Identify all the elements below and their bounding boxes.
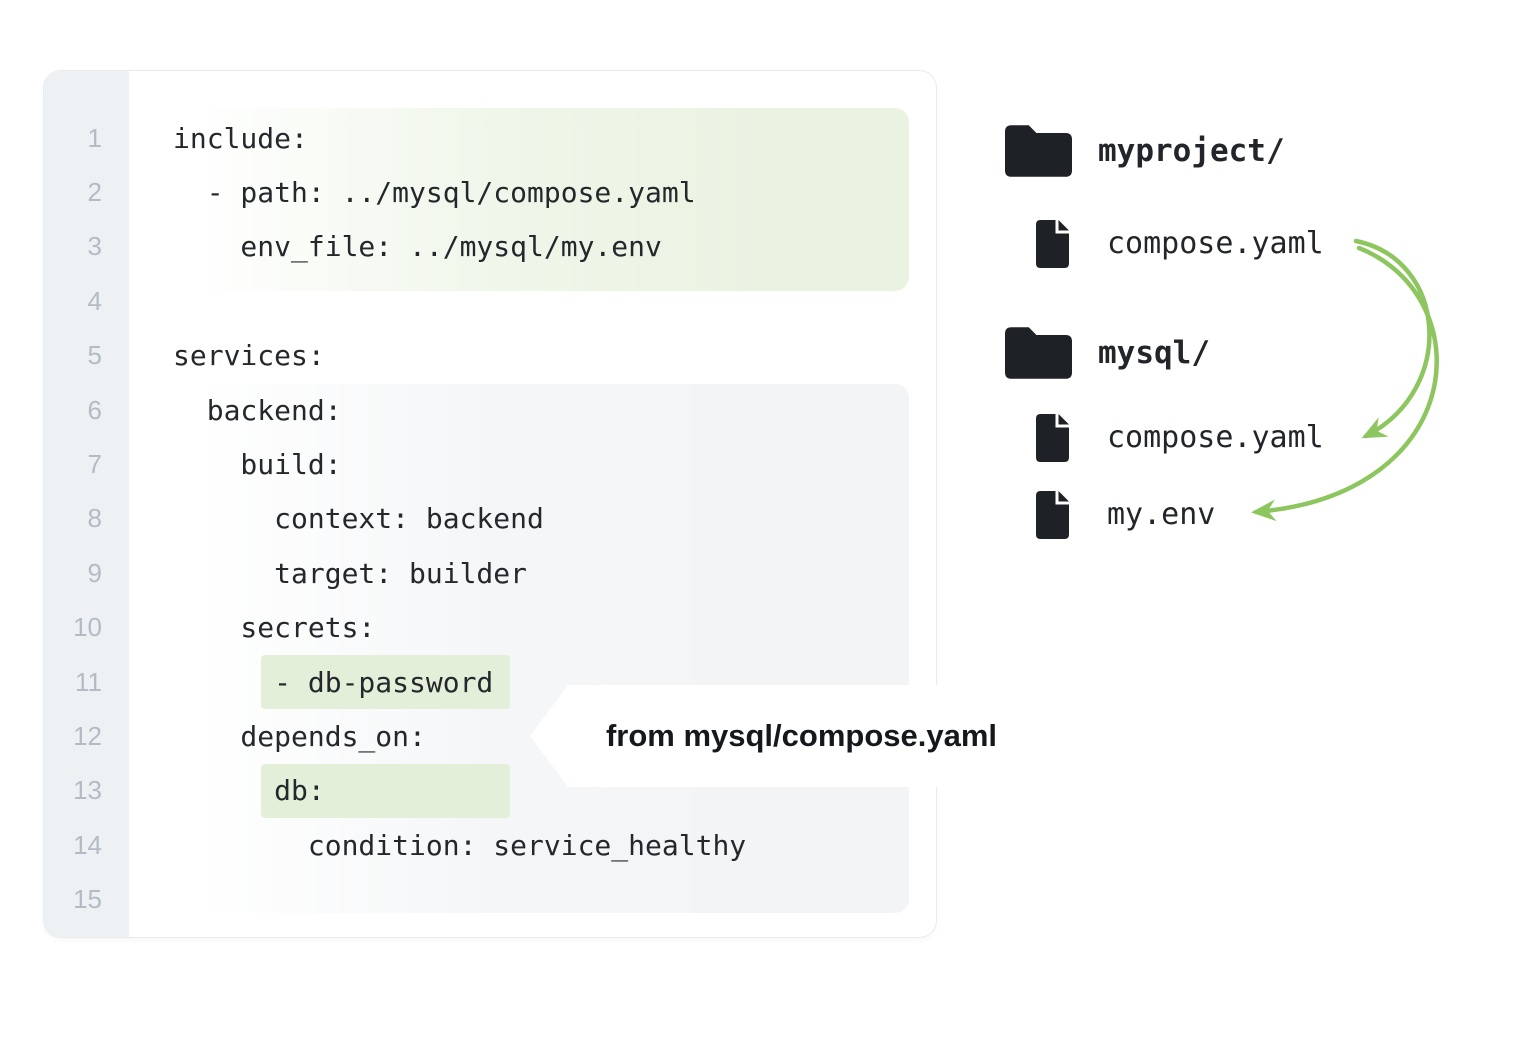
file-icon [1036, 413, 1069, 462]
code-text: backend: [173, 393, 342, 427]
tree-item-label: mysql/ [1098, 335, 1210, 371]
line-number: 1 [87, 122, 102, 153]
code-line: 9 target: builder [44, 546, 936, 600]
tree-item-myproject-folder: myproject/ [1005, 123, 1285, 179]
code-text: build: [173, 448, 342, 482]
code-line: 14 condition: service_healthy [44, 818, 936, 872]
arrow-to-mysql-compose-yaml [1353, 238, 1432, 439]
code-line: 12 depends_on: [44, 709, 936, 763]
line-number: 9 [87, 557, 102, 588]
file-icon [1036, 219, 1069, 268]
code-text: env_file: ../mysql/my.env [173, 230, 662, 264]
code-text: target: builder [173, 556, 528, 590]
code-text: condition: service_healthy [173, 828, 747, 862]
code-line: 13 db: [44, 764, 936, 818]
code-line: 10 secrets: [44, 601, 936, 655]
line-number: 12 [73, 720, 102, 751]
line-number: 8 [87, 503, 102, 534]
line-number: 14 [73, 829, 102, 860]
code-line: 11 - db-password [44, 655, 936, 709]
tree-item-label: compose.yaml [1107, 420, 1324, 455]
folder-icon [1005, 327, 1072, 379]
tree-item-label: myproject/ [1098, 133, 1285, 169]
line-number: 13 [73, 775, 102, 806]
code-line: 1 include: [44, 111, 936, 165]
file-icon [1036, 490, 1069, 539]
tree-item-compose-yaml-top: compose.yaml [1036, 219, 1324, 268]
tree-item-mysql-folder: mysql/ [1005, 325, 1210, 381]
include-block-highlight [196, 108, 909, 291]
code-text: secrets: [173, 611, 376, 645]
line-number: 11 [75, 666, 102, 697]
tree-item-my-env: my.env [1036, 490, 1215, 539]
arrow-to-my-env [1251, 245, 1439, 522]
line-number: 2 [87, 177, 102, 208]
tree-item-label: my.env [1107, 497, 1216, 532]
line-number: 10 [73, 612, 102, 643]
code-lines: 1 include: 2 - path: ../mysql/compose.yam… [44, 111, 936, 927]
line-number: 7 [87, 449, 102, 480]
callout-bubble: from mysql/compose.yaml [530, 685, 1012, 787]
code-text: services: [173, 339, 325, 373]
line-number: 5 [87, 340, 102, 371]
code-line: 8 context: backend [44, 492, 936, 546]
code-text: context: backend [173, 502, 544, 536]
line-number: 15 [73, 884, 102, 915]
line-number: 6 [87, 394, 102, 425]
tree-item-label: compose.yaml [1107, 226, 1324, 261]
code-line: 4 [44, 274, 936, 328]
services-block-background [196, 384, 909, 913]
code-line: 6 backend: [44, 383, 936, 437]
db-password-highlight [261, 655, 510, 709]
code-line: 5 services: [44, 329, 936, 383]
code-line: 15 [44, 872, 936, 926]
code-text: db: [173, 774, 325, 808]
code-line: 2 - path: ../mysql/compose.yaml [44, 165, 936, 219]
code-text: - db-password [173, 665, 494, 699]
line-number: 3 [87, 231, 102, 262]
line-number: 4 [87, 285, 102, 316]
compose-yaml-code-panel: 1 include: 2 - path: ../mysql/compose.yam… [43, 70, 937, 938]
code-text: - path: ../mysql/compose.yaml [173, 176, 696, 210]
line-number-gutter [44, 71, 129, 937]
code-text: include: [173, 121, 308, 155]
code-line: 3 env_file: ../mysql/my.env [44, 220, 936, 274]
folder-icon [1005, 125, 1072, 177]
code-text: depends_on: [173, 719, 426, 753]
code-line: 7 build: [44, 437, 936, 491]
callout-label: from mysql/compose.yaml [605, 718, 998, 753]
db-highlight [261, 764, 510, 818]
tree-item-compose-yaml-mysql: compose.yaml [1036, 413, 1324, 462]
